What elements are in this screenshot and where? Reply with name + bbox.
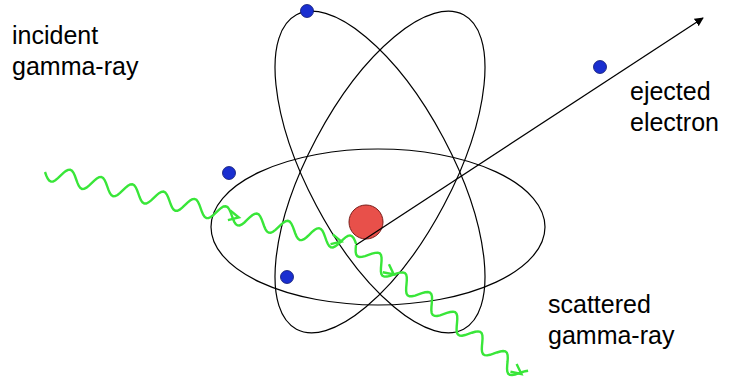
gamma-wave	[45, 170, 356, 248]
ejected-electron-label: ejected electron	[630, 76, 736, 138]
wave-arrowhead	[510, 364, 524, 378]
electron	[301, 5, 314, 18]
wave-arrowhead	[331, 234, 343, 246]
electron	[223, 167, 236, 180]
orbit	[211, 149, 545, 305]
orbit	[233, 0, 527, 363]
wave-arrowhead	[228, 210, 240, 222]
nucleus	[349, 205, 383, 239]
electron	[594, 61, 607, 74]
electron	[281, 271, 294, 284]
wave-arrowhead	[383, 264, 397, 278]
orbit	[233, 0, 527, 363]
incident-ray-label: incident gamma-ray	[12, 20, 162, 82]
gamma-wave	[356, 245, 528, 375]
scattered-ray-label: scattered gamma-ray	[548, 289, 698, 351]
